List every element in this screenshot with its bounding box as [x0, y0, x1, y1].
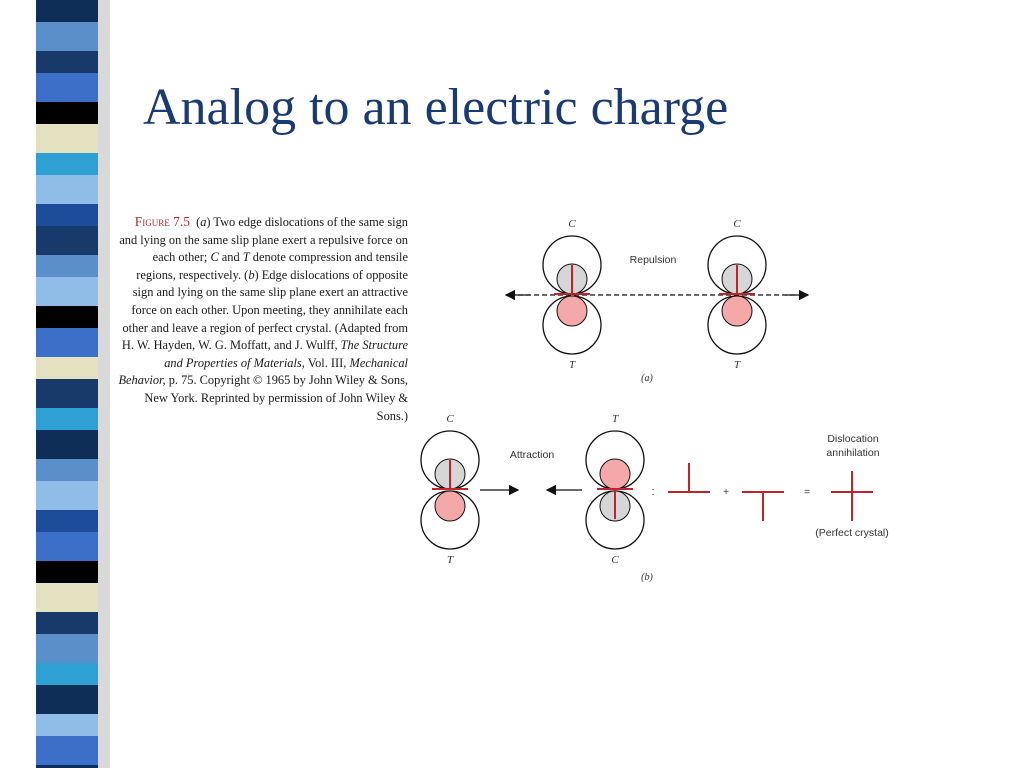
decorative-stripe: [36, 204, 98, 226]
decorative-stripe: [36, 408, 98, 430]
decorative-stripe: [36, 430, 98, 459]
dislocation-symbol-down: [742, 491, 784, 521]
annihilation-label-line1: Dislocation: [827, 433, 879, 445]
caption-segment: T: [242, 250, 250, 265]
label-t-b-right: T: [612, 413, 619, 425]
caption-text: (a) Two edge dislocations of the same si…: [118, 215, 408, 423]
caption-segment: a: [200, 215, 207, 229]
caption-segment: (: [196, 215, 201, 229]
slide-title: Analog to an electric charge: [143, 79, 729, 136]
stripe-shadow: [98, 0, 110, 768]
label-c-a-left: C: [568, 218, 576, 230]
decorative-stripe: [36, 73, 98, 102]
caption-segment: and: [218, 250, 243, 265]
decorative-stripe: [36, 532, 98, 561]
decorative-stripe: [36, 153, 98, 175]
decorative-stripe: [36, 51, 98, 73]
dislocation-b-left: [420, 430, 480, 550]
caption-segment: ) Edge dislocations of opposite sign and…: [121, 267, 408, 353]
equation-colon: :: [651, 486, 654, 498]
label-t-b-left: T: [447, 554, 454, 566]
decorative-stripe: [36, 328, 98, 357]
decorative-stripe: [36, 0, 98, 22]
caption-segment: denote compression and tensile regions, …: [136, 250, 408, 282]
equals-sign: =: [804, 487, 810, 498]
caption-segment: Mechanical Behavior,: [118, 355, 408, 388]
decorative-stripe: [36, 357, 98, 379]
decorative-stripe: [36, 634, 98, 663]
dislocation-symbol-up: [668, 463, 710, 493]
decorative-stripe: [36, 765, 98, 768]
decorative-stripe: [36, 459, 98, 481]
decorative-stripe: [36, 102, 98, 124]
figure-caption: Figure 7.5(a) Two edge dislocations of t…: [116, 213, 408, 425]
caption-segment: The Structure and Properties of Material…: [164, 338, 408, 370]
decorative-stripe: [36, 255, 98, 277]
decorative-stripe: [36, 583, 98, 612]
decorative-stripe-bar: [36, 0, 110, 768]
decorative-stripe: [36, 481, 98, 510]
decorative-stripe: [36, 561, 98, 583]
label-c-b-left: C: [446, 413, 454, 425]
decorative-stripe: [36, 510, 98, 532]
caption-segment: b: [248, 267, 255, 282]
figure-label: Figure 7.5: [134, 214, 191, 229]
decorative-stripe: [36, 379, 98, 408]
decorative-stripe: [36, 612, 98, 634]
part-a-label: (a): [641, 373, 653, 384]
perfect-crystal-symbol: [831, 471, 873, 521]
caption-segment: C: [210, 250, 219, 265]
caption-segment: p. 75. Copyright © 1965 by John Wiley & …: [144, 373, 408, 423]
dislocation-a-left: [542, 235, 602, 355]
caption-segment: ) Two edge dislocations of the same sign…: [119, 215, 408, 265]
dislocation-b-right: [585, 430, 645, 550]
annihilation-label-line2: annihilation: [826, 447, 879, 459]
decorative-stripe: [36, 714, 98, 736]
label-c-b-right: C: [611, 554, 619, 566]
decorative-stripe: [36, 175, 98, 204]
perfect-crystal-label: (Perfect crystal): [815, 527, 889, 539]
label-t-a-right: T: [734, 359, 741, 371]
dislocation-diagram: C T C T Repulsion (a) C T Attraction T C…: [420, 218, 889, 583]
part-b-label: (b): [641, 572, 653, 583]
decorative-stripe: [36, 736, 98, 765]
dislocation-a-right: [707, 235, 767, 355]
decorative-stripe: [36, 226, 98, 255]
decorative-stripe: [36, 685, 98, 714]
plus-sign: +: [723, 487, 729, 498]
decorative-stripe: [36, 306, 98, 328]
caption-segment: Vol. III,: [304, 355, 350, 370]
label-c-a-right: C: [733, 218, 741, 230]
repulsion-label: Repulsion: [630, 254, 677, 266]
decorative-stripe: [36, 124, 98, 153]
decorative-stripe: [36, 277, 98, 306]
decorative-stripe: [36, 22, 98, 51]
decorative-stripe: [36, 663, 98, 685]
attraction-label: Attraction: [510, 449, 555, 461]
label-t-a-left: T: [569, 359, 576, 371]
